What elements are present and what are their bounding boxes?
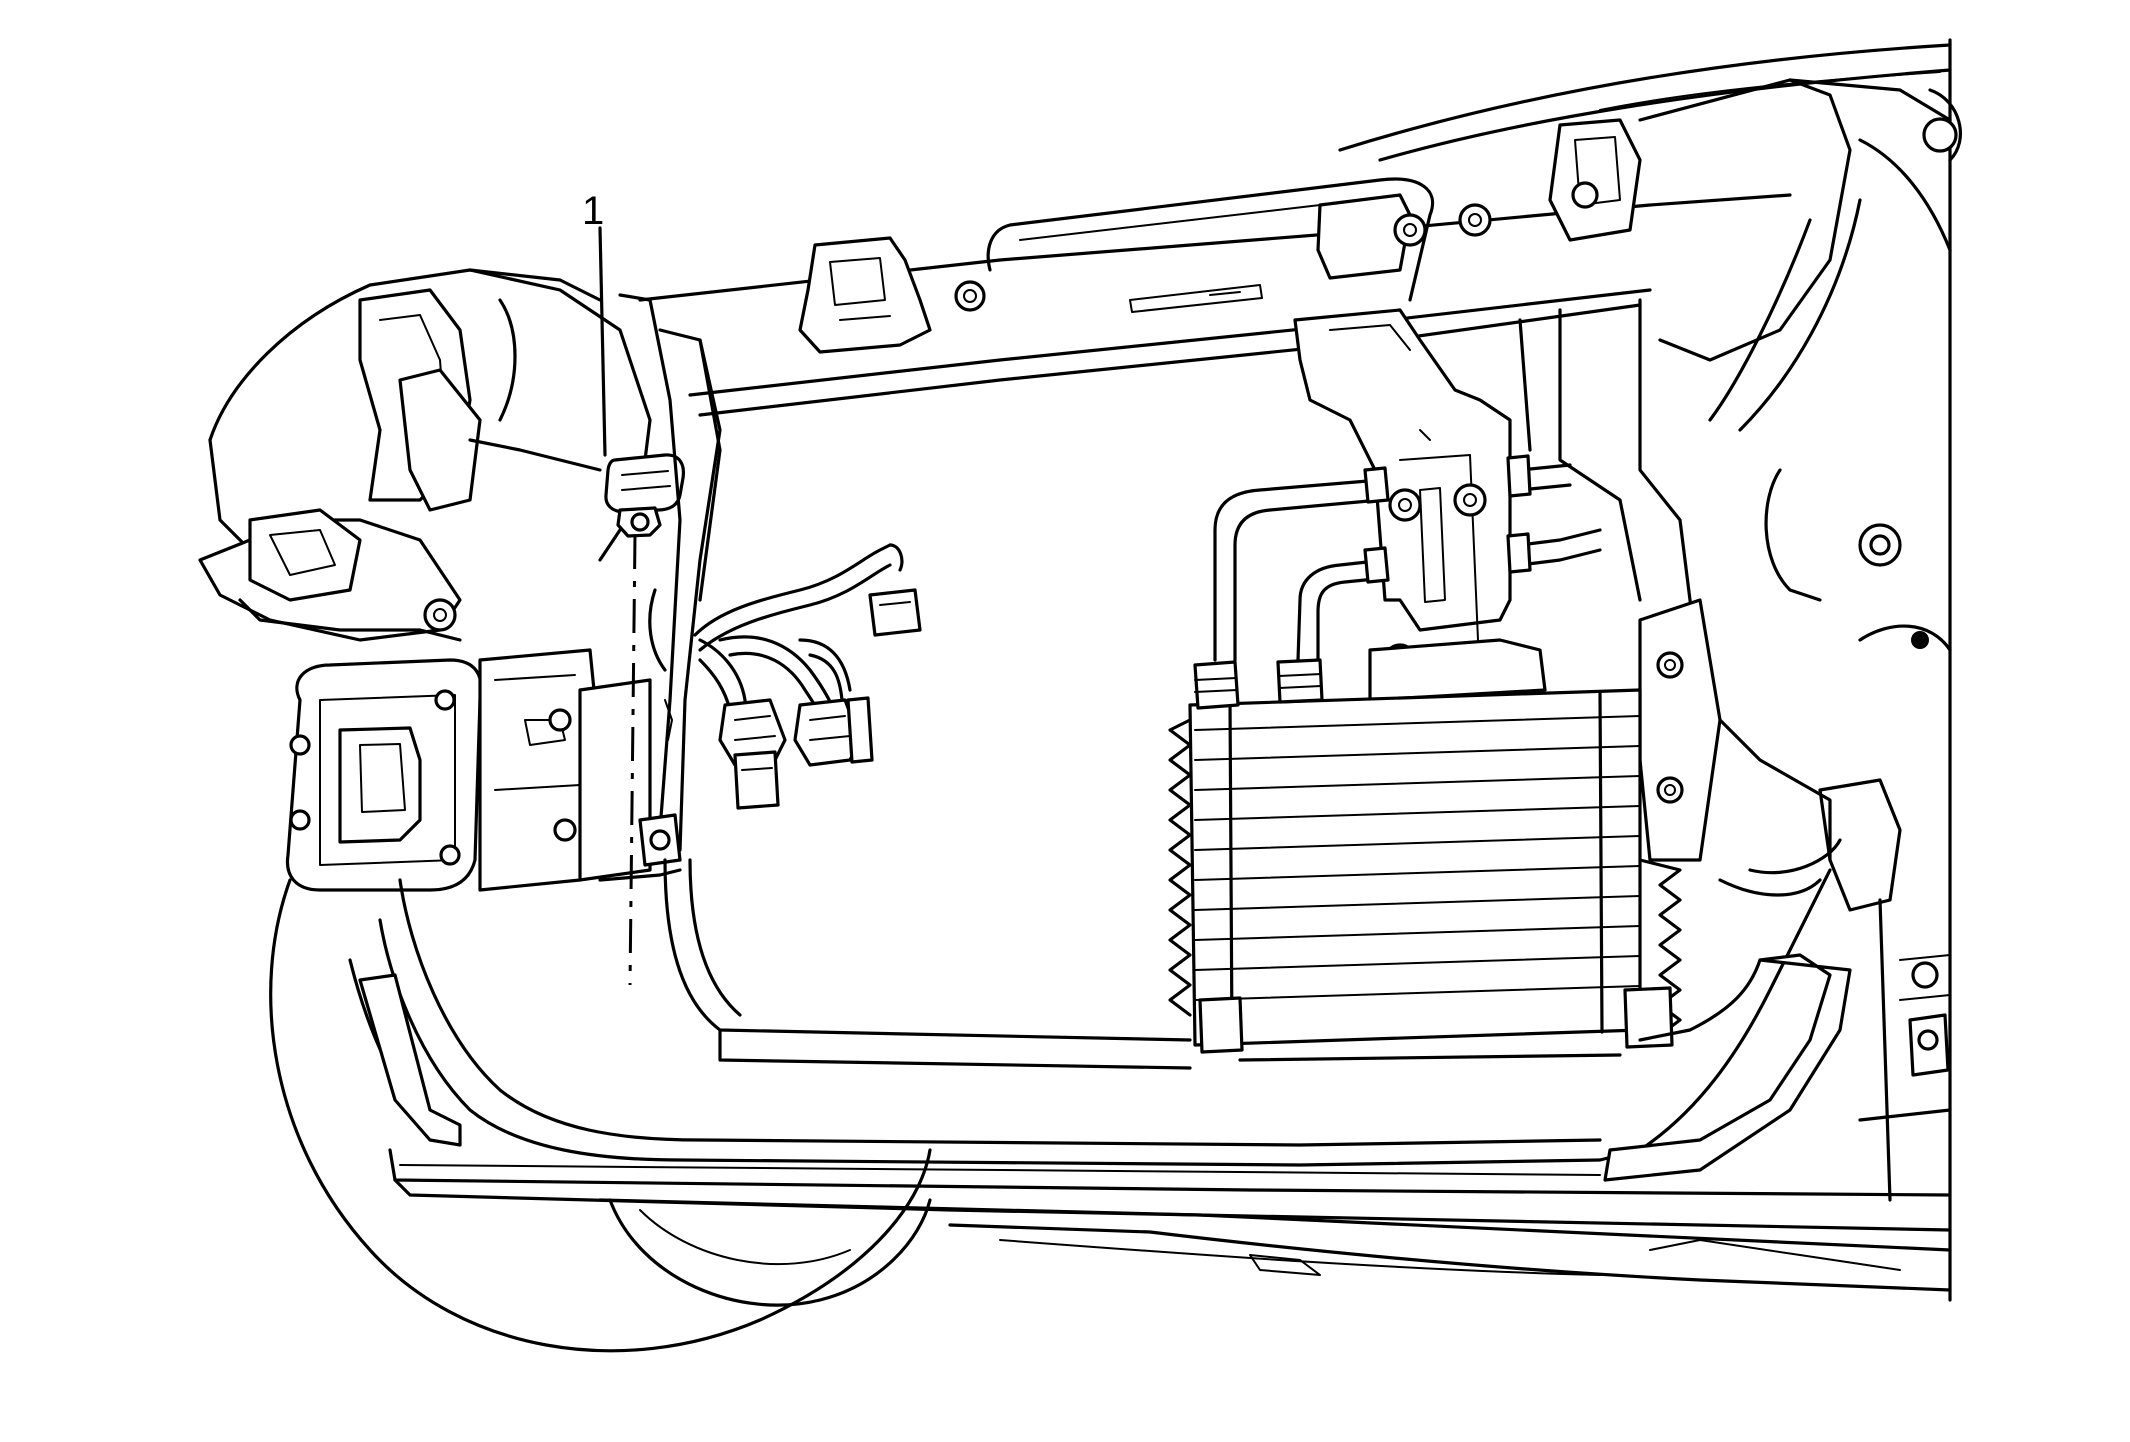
- lower-radiator-support: [663, 858, 1762, 1070]
- right-support-post: [1518, 298, 1832, 862]
- tire: [269, 878, 932, 1353]
- bumper-lower-edges: [388, 1148, 1952, 1292]
- right-headlamp-structure: [1638, 78, 1962, 652]
- right-lower-details: [1818, 778, 1952, 1202]
- wiring-harness: [693, 543, 922, 810]
- upper-latch-brackets: [798, 118, 1642, 354]
- cooler-lines: [1213, 454, 1602, 662]
- sensor-component: [604, 453, 686, 538]
- left-support-post: [618, 293, 722, 867]
- front-fascia-lower-bar: [348, 838, 1852, 1182]
- left-headlamp-assembly: [198, 268, 652, 642]
- callout-1-label: 1: [582, 189, 604, 233]
- callout-1-leader: [598, 226, 637, 986]
- left-frame-horn: [285, 648, 682, 892]
- cooler-mounting-bracket: [1293, 308, 1547, 702]
- oil-cooler: [1168, 658, 1682, 1054]
